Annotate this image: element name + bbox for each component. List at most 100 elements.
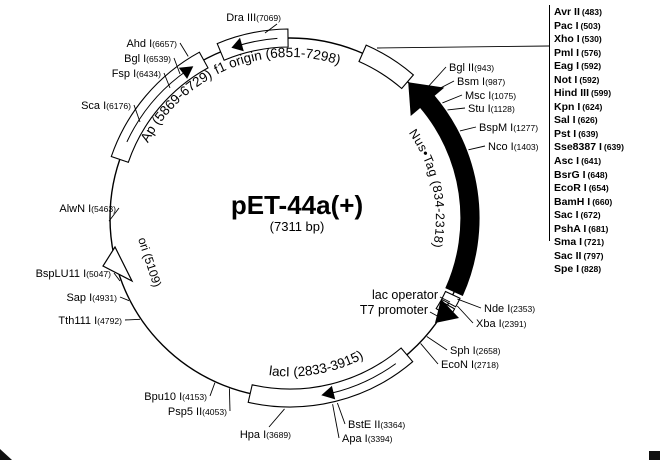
enzyme-position: (639) — [578, 128, 599, 139]
site-position: (1403) — [514, 142, 539, 152]
enzyme-list-row: Sse8387 I(639) — [554, 140, 624, 154]
enzyme-list-row: Pml I(576) — [554, 46, 624, 60]
enzyme-position: (797) — [583, 250, 604, 261]
site-label: Hpa I(3689) — [240, 429, 291, 441]
enzyme-name: Eag I — [554, 60, 580, 73]
site-name: Bsm I — [457, 76, 485, 88]
site-name: Bpu10 I — [144, 391, 182, 403]
site-position: (4053) — [202, 407, 227, 417]
enzyme-list-row: PshA I(681) — [554, 222, 624, 236]
site-position: (6539) — [146, 54, 171, 64]
laci-direction-arrowhead — [321, 385, 336, 400]
site-name: Bgl II — [449, 62, 474, 74]
site-callout: Sap I(4931) — [66, 292, 130, 304]
site-position: (6657) — [152, 39, 177, 49]
enzyme-name: Pst I — [554, 127, 577, 140]
site-position: (1075) — [491, 91, 516, 101]
site-position: (5463) — [91, 204, 116, 214]
site-label: Nco I(1403) — [488, 141, 539, 153]
site-position: (3689) — [266, 430, 291, 440]
site-callout-line — [336, 402, 346, 425]
enzyme-position: (624) — [582, 101, 603, 112]
site-callout-line — [179, 42, 189, 57]
site-label: Fsp I(6434) — [112, 68, 161, 80]
enzyme-name: Pac I — [554, 19, 579, 32]
site-callout: Tth111 I(4792) — [58, 315, 141, 327]
enzyme-position: (648) — [587, 169, 608, 180]
plasmid-title: pET-44a(+) — [231, 190, 363, 220]
site-callout-line — [268, 408, 285, 428]
enzyme-position: (530) — [581, 34, 602, 45]
site-callout-line — [113, 272, 121, 282]
site-position: (4792) — [97, 316, 122, 326]
enzyme-position: (576) — [581, 47, 602, 58]
site-name: Msc I — [465, 90, 491, 102]
site-position: (4153) — [182, 392, 207, 402]
site-callout-line — [119, 296, 130, 302]
site-callout-line — [433, 80, 455, 93]
enzyme-position: (599) — [591, 88, 612, 99]
site-label: Psp5 II(4053) — [168, 406, 227, 418]
site-label: Bsm I(987) — [457, 76, 505, 88]
site-callout-line — [420, 343, 439, 365]
feature-ap-box — [110, 51, 209, 163]
site-callout-line — [264, 23, 278, 34]
enzyme-name: Pml I — [554, 46, 580, 59]
site-callout: Bgl II(943) — [428, 62, 494, 87]
site-name: Nco I — [488, 141, 514, 153]
site-position: (3394) — [368, 434, 393, 444]
t7-promoter-arrowhead — [435, 299, 459, 323]
mcs-to-list-line — [376, 45, 550, 49]
enzyme-position: (654) — [588, 183, 609, 194]
site-label: Tth111 I(4792) — [58, 315, 122, 327]
enzyme-list-row: Sal I(626) — [554, 113, 624, 127]
nus-tag-feature-label: Nus•Tag (834-2318) — [406, 127, 447, 250]
site-name: BspLU11 I — [36, 268, 87, 280]
site-callout-line — [457, 298, 482, 309]
enzyme-list-row: Sac I(672) — [554, 208, 624, 222]
site-label: BstE II(3364) — [348, 419, 405, 431]
enzyme-name: BsrG I — [554, 168, 586, 181]
site-position: (2718) — [474, 360, 499, 370]
site-label: Stu I(1128) — [468, 103, 515, 115]
enzyme-list-row: Sma I(721) — [554, 235, 624, 249]
site-callout: Msc I(1075) — [442, 90, 516, 104]
site-callout: Sph I(2658) — [426, 336, 501, 357]
site-callout-line — [108, 207, 120, 222]
site-name: Psp5 II — [168, 406, 202, 418]
enzyme-name: Spe I — [554, 263, 580, 276]
site-name: Sph I — [450, 345, 476, 357]
t7-promoter-label: T7 promoter — [360, 303, 428, 317]
enzyme-position: (626) — [577, 115, 598, 126]
ori-arrowhead — [102, 245, 134, 283]
site-name: Sca I — [81, 100, 106, 112]
site-callout-line — [426, 336, 448, 351]
enzyme-name: Sma I — [554, 236, 583, 249]
site-label: Nde I(2353) — [484, 303, 535, 315]
site-callout: Fsp I(6434) — [112, 68, 171, 89]
feature-nus-tag-arrow-body — [418, 94, 480, 297]
enzyme-list-row: Avr II(483) — [554, 5, 624, 19]
site-name: Xba I — [476, 318, 502, 330]
site-name: Stu I — [468, 103, 491, 115]
enzyme-position: (641) — [581, 156, 602, 167]
laci-direction-shaft — [330, 363, 397, 394]
corner-artifact-left — [0, 449, 12, 460]
corner-artifact-right — [649, 451, 660, 460]
enzyme-list-row: Sac II(797) — [554, 249, 624, 263]
enzyme-name: Hind III — [554, 87, 589, 100]
enzyme-list-row: Hind III(599) — [554, 86, 624, 100]
site-position: (6434) — [136, 69, 161, 79]
site-label: Bgl I(6539) — [124, 53, 171, 65]
lac-operator-box — [440, 290, 461, 308]
ap-direction-arrowhead — [178, 66, 194, 79]
site-callout-line — [228, 388, 231, 412]
site-position: (2353) — [510, 304, 535, 314]
enzyme-position: (672) — [580, 210, 601, 221]
site-position: (4931) — [92, 293, 117, 303]
enzyme-list-row: Kpn I(624) — [554, 100, 624, 114]
enzyme-position: (592) — [581, 61, 602, 72]
site-callout-line — [456, 305, 474, 324]
